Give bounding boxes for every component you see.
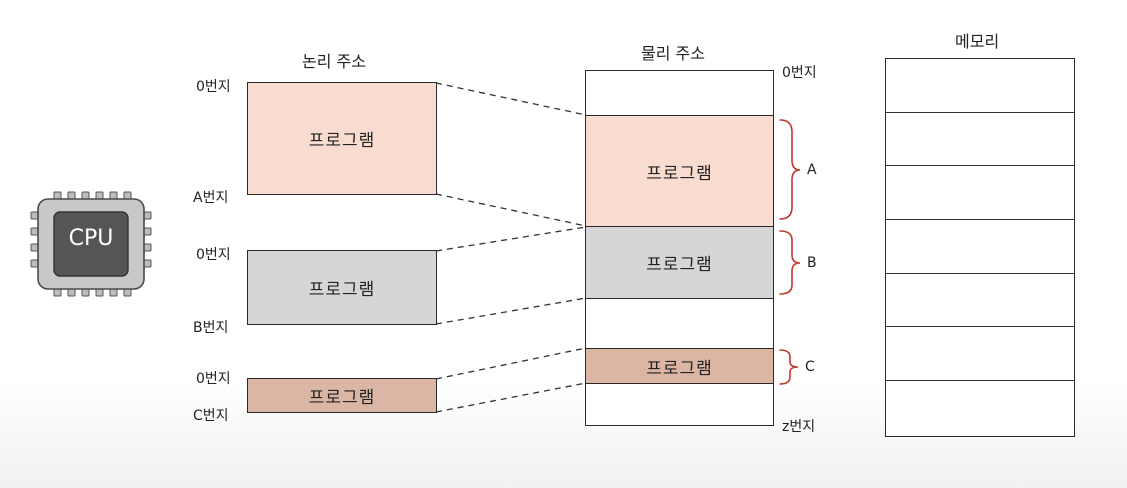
- physical-end-address: z번지: [782, 419, 816, 435]
- cpu-label: CPU: [68, 226, 114, 251]
- memory-cell: [886, 327, 1074, 382]
- physical-program-block-c: 프로그램: [585, 348, 774, 384]
- logical-block-3-start: 0번지: [196, 371, 231, 387]
- logical-program-block-1: 프로그램: [247, 82, 437, 195]
- logical-program-block-2: 프로그램: [247, 250, 437, 325]
- physical-address-title: 물리 주소: [641, 44, 705, 63]
- memory-cell: [886, 273, 1074, 328]
- logical-block-1-start: 0번지: [196, 79, 231, 95]
- physical-program-block-b: 프로그램: [585, 226, 774, 299]
- memory-stack: [885, 58, 1075, 437]
- logical-block-1-end: A번지: [193, 190, 229, 206]
- brace-label-a: A: [807, 162, 817, 178]
- brace-b: [779, 230, 801, 295]
- physical-start-address: 0번지: [782, 65, 817, 81]
- map-line-a-bottom: [435, 193, 587, 227]
- map-line-c-top: [435, 347, 587, 380]
- memory-title: 메모리: [955, 32, 1000, 51]
- memory-cell: [886, 112, 1074, 167]
- map-line-a-top: [435, 82, 587, 116]
- map-line-b-bottom: [435, 297, 587, 325]
- brace-c: [779, 349, 799, 385]
- cpu-chip: CPU: [30, 188, 152, 300]
- memory-cell: [886, 166, 1074, 221]
- brace-label-b: B: [807, 255, 817, 271]
- map-line-c-bottom: [435, 382, 587, 413]
- logical-address-title: 논리 주소: [302, 52, 366, 71]
- memory-cell: [886, 59, 1074, 113]
- logical-program-block-3: 프로그램: [247, 378, 437, 413]
- cpu-icon: [30, 191, 152, 297]
- memory-cell: [886, 220, 1074, 274]
- logical-block-2-end: B번지: [193, 320, 229, 336]
- brace-a: [779, 119, 801, 220]
- map-line-b-top: [435, 226, 587, 252]
- logical-block-3-end: C번지: [193, 408, 229, 424]
- logical-block-2-start: 0번지: [196, 247, 231, 263]
- brace-label-c: C: [805, 359, 815, 375]
- physical-program-block-a: 프로그램: [585, 115, 774, 227]
